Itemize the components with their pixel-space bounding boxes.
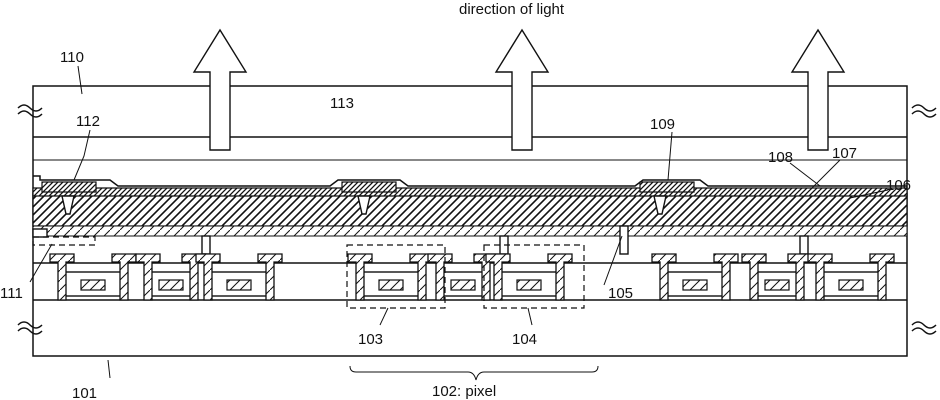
tft-gate	[227, 280, 251, 290]
label-109: 109	[650, 116, 675, 133]
tft-gate	[379, 280, 403, 290]
up-arrow-center-icon	[496, 30, 548, 150]
label-112: 112	[76, 113, 100, 130]
terminal-111-region	[33, 237, 95, 245]
tft-gate	[81, 280, 105, 290]
tft-gate	[839, 280, 863, 290]
direction-of-light-label: direction of light	[459, 1, 565, 18]
light-arrows	[194, 30, 844, 150]
aux-wiring-mid	[342, 182, 396, 192]
tft-array	[50, 254, 894, 300]
label-102: 102: pixel	[432, 383, 496, 400]
tft-gate	[451, 280, 475, 290]
terminal-111	[33, 229, 47, 237]
label-106: 106	[886, 177, 911, 194]
aux-wiring-112	[42, 182, 96, 192]
label-113: 113	[330, 95, 354, 112]
label-104: 104	[512, 331, 537, 348]
label-111: 111	[0, 285, 23, 302]
label-103: 103	[358, 331, 383, 348]
tft-gate	[683, 280, 707, 290]
electrode-strip-108	[33, 188, 907, 196]
label-107: 107	[832, 145, 857, 162]
pixel-electrode-layer	[33, 226, 907, 236]
label-110: 110	[60, 49, 84, 66]
protective-film-outline	[33, 176, 907, 186]
insulating-layer-band	[33, 193, 907, 226]
up-arrow-right-icon	[792, 30, 844, 150]
up-arrow-left-icon	[194, 30, 246, 150]
tft-gate	[517, 280, 541, 290]
tft-gate	[765, 280, 789, 290]
label-101: 101	[72, 385, 97, 400]
tft-gate	[159, 280, 183, 290]
aux-wiring-109	[640, 182, 694, 192]
label-105: 105	[608, 285, 633, 302]
label-108: 108	[768, 149, 793, 166]
